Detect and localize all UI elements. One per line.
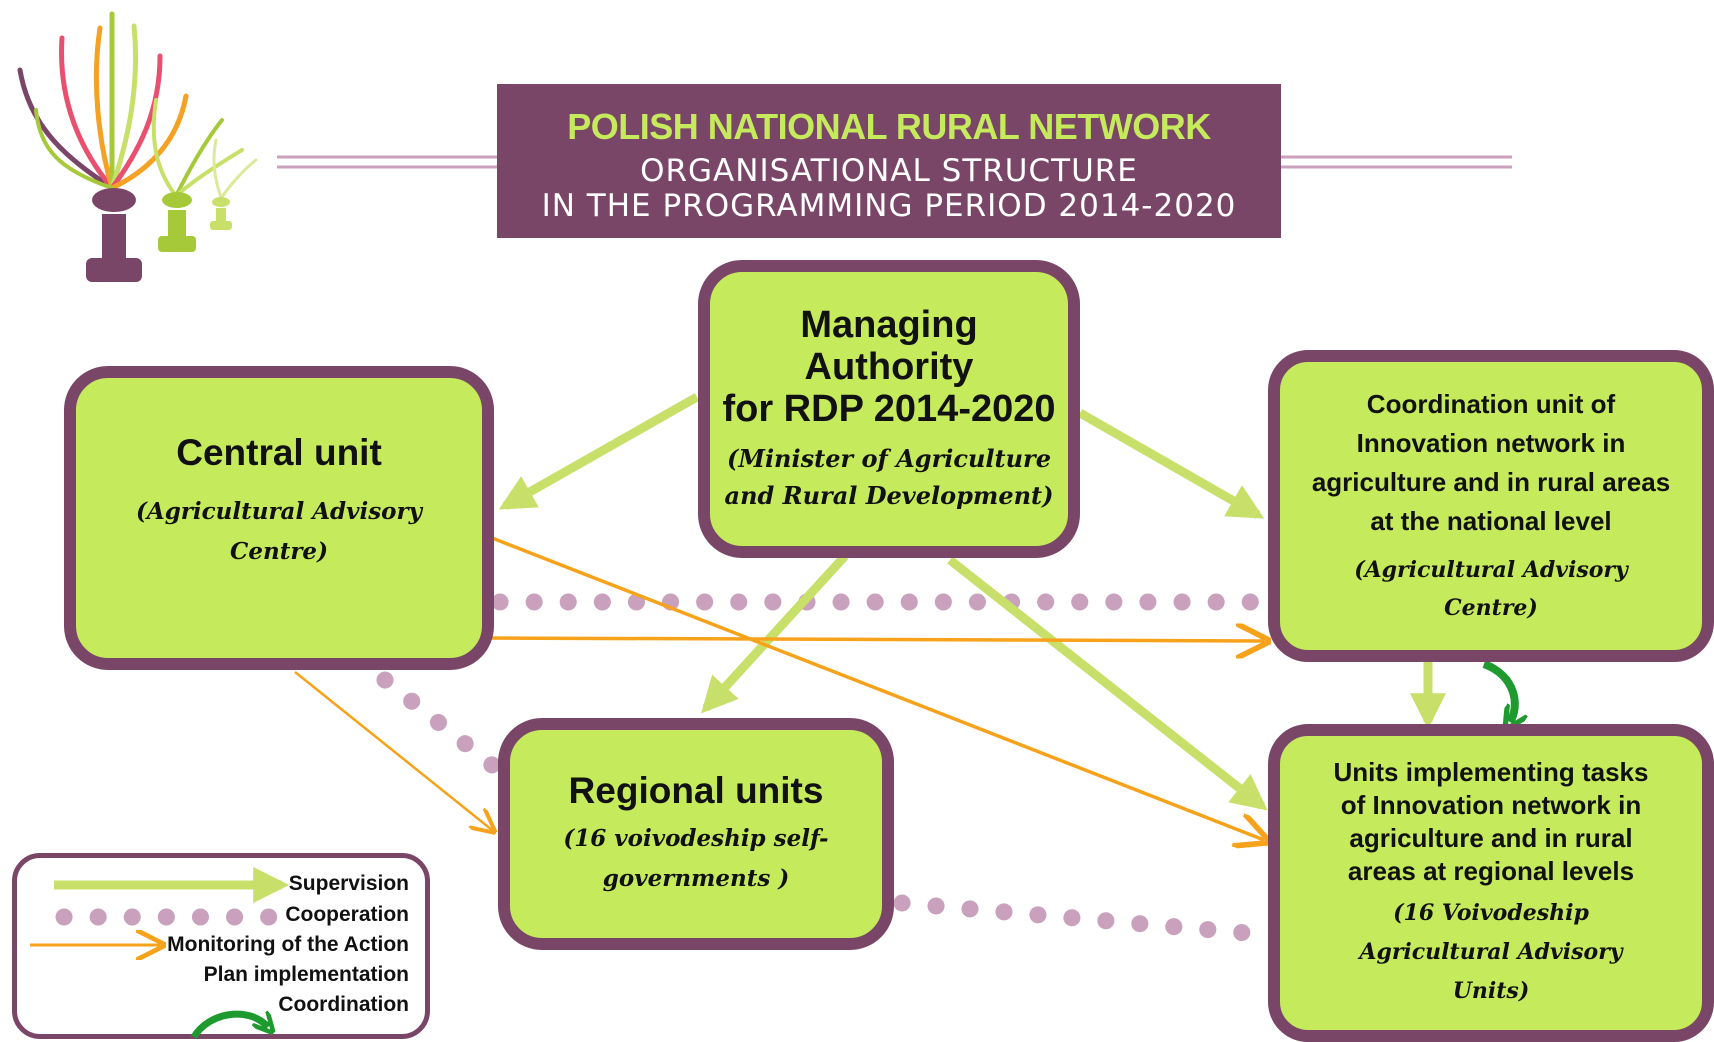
monitoring-arrow-to-implementing [486,534,1264,840]
diagram-subtitle-line2: IN THE PROGRAMMING PERIOD 2014-2020 [541,188,1237,224]
implementing-units-sub-line1: (16 Voivodeship [1393,899,1589,926]
coordination-unit-name-line2: Innovation network in [1356,428,1626,458]
legend-cooperation-label: Cooperation [285,903,409,926]
monitoring-arrow-to-regional [294,671,492,830]
legend-monitoring-label-line2: Plan implementation [203,963,409,986]
legend-coordination-symbol [190,1010,268,1039]
legend-coordination-label: Coordination [278,993,409,1016]
implementing-units-name-line2: of Innovation network in [1340,789,1642,820]
managing-authority-name-line2: Authority [804,346,974,388]
title-banner: POLISH NATIONAL RURAL NETWORK ORGANISATI… [497,84,1281,238]
legend-supervision-label: Supervision [288,872,409,895]
implementing-units-name-line4: areas at regional levels [1347,855,1635,886]
legend-monitoring-label-line1: Monitoring of the Action [167,933,409,956]
central-unit-name: Central unit [176,432,382,473]
implementing-units-sub-line3: Units) [1452,977,1530,1004]
supervision-arrow-to-central [498,393,700,510]
implementing-units-sub-line2: Agricultural Advisory [1359,938,1623,965]
managing-authority-sub-line2: and Rural Development) [724,481,1054,510]
coordination-unit-name-line1: Coordination unit of [1366,389,1616,419]
diagram-title: POLISH NATIONAL RURAL NETWORK [567,106,1211,147]
cooperation-link-central-regional [376,671,501,774]
central-unit-sub-line2: Centre) [230,538,328,565]
diagram-subtitle-line1: ORGANISATIONAL STRUCTURE [640,153,1138,189]
node-regional-units: Regional units (16 voivodeship self- gov… [498,718,894,950]
supervision-arrow-to-implementing [947,556,1268,811]
managing-authority-name-line1: Managing [800,304,978,346]
node-managing-authority: Managing Authority for RDP 2014-2020 (Mi… [698,260,1080,558]
coordination-unit-name-line4: at the national level [1370,506,1612,536]
node-coordination-unit: Coordination unit of Innovation network … [1268,350,1714,662]
node-implementing-units: Units implementing tasks of Innovation n… [1268,724,1714,1042]
coordination-unit-sub-line2: Centre) [1444,595,1538,621]
managing-authority-name-line3: for RDP 2014-2020 [722,388,1056,430]
supervision-arrow-to-coordination [1077,409,1265,519]
coordination-unit-sub-line1: (Agricultural Advisory [1354,557,1628,583]
regional-units-sub-line1: (16 voivodeship self- [563,825,829,852]
cooperation-link-regional-implementing [893,894,1279,944]
regional-units-sub-line2: governments ) [602,865,790,892]
central-unit-sub-line1: (Agricultural Advisory [135,498,423,525]
network-tree-logo [17,11,258,282]
legend: Supervision Cooperation Monitoring of th… [12,853,430,1039]
managing-authority-sub-line1: (Minister of Agriculture [727,444,1051,473]
implementing-units-name-line1: Units implementing tasks [1333,756,1649,787]
coordination-unit-name-line3: agriculture and in rural areas [1311,467,1671,497]
node-central-unit: Central unit (Agricultural Advisory Cent… [64,366,494,670]
monitoring-arrow-to-coordination [489,638,1264,641]
supervision-arrow-to-regional [701,552,849,714]
coordination-arrow-coordination-to-implementing [1482,660,1515,722]
implementing-units-name-line3: agriculture and in rural [1349,822,1633,853]
regional-units-name: Regional units [568,770,824,811]
